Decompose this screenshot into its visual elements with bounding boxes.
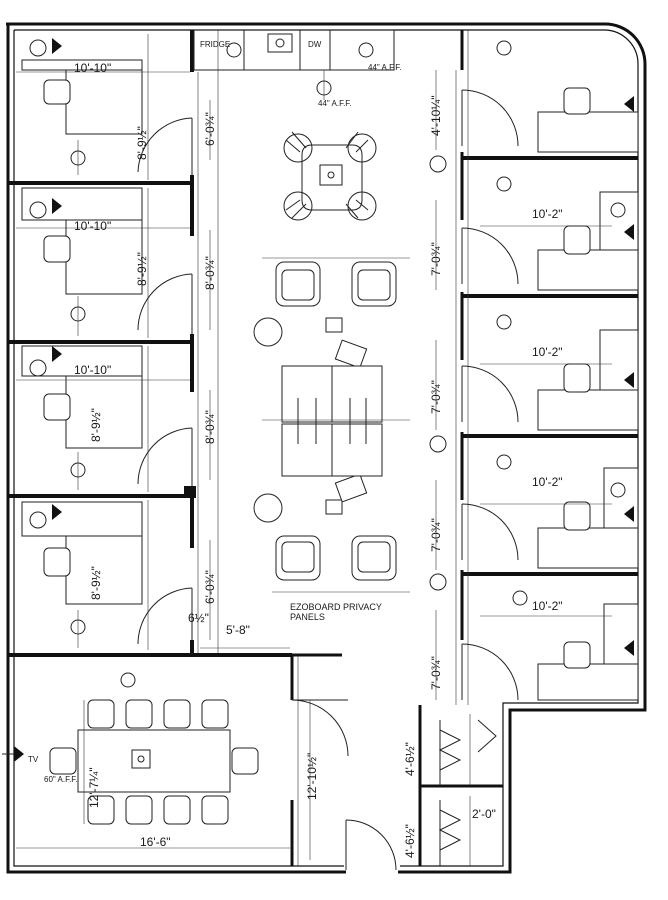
office-top-width: 10'-10" xyxy=(74,61,111,75)
right-office-2-depth: 7'-0¾" xyxy=(429,242,443,276)
kitchenette xyxy=(193,29,395,100)
aff-label-2: 44" A.F.F. xyxy=(318,99,352,108)
office-2-width: 10'-10" xyxy=(74,219,111,233)
office-2-depth: 8'-9½" xyxy=(135,252,149,286)
right-office-3-depth: 7'-0¾" xyxy=(429,380,443,414)
corridor-1-dim: 6'-0¾" xyxy=(203,112,217,146)
fridge-label: FRIDGE xyxy=(200,40,230,49)
right-office-doors xyxy=(461,89,519,701)
dimension-lines xyxy=(16,70,612,860)
closet-2-dim: 4'-6½" xyxy=(403,824,417,858)
corridor-2-dim: 8'-0¾" xyxy=(203,256,217,290)
left-office-desks xyxy=(21,59,143,605)
right-office-5-width: 10'-2" xyxy=(532,599,563,613)
lounge-table-round xyxy=(283,131,377,221)
conference-wall-dim: 12'-10½" xyxy=(305,753,319,800)
conference-depth: 12'-7¼" xyxy=(87,767,101,808)
corridor-3-dim: 8'-0¾" xyxy=(203,410,217,444)
lounge-sofas xyxy=(262,257,410,593)
left-office-fixtures xyxy=(29,34,149,650)
left-office-chairs xyxy=(43,79,71,577)
right-office-walls xyxy=(455,30,638,705)
left-office-walls xyxy=(8,30,219,657)
conference-room-walls xyxy=(8,653,397,871)
privacy-panels-label-1: EZOBOARD PRIVACY xyxy=(290,602,382,612)
conference-chairs xyxy=(2,672,259,825)
exterior-walls xyxy=(6,22,647,874)
left-office-doors xyxy=(137,117,193,645)
closet-width-dim: 2'-0" xyxy=(472,807,496,821)
corridor-4-dim: 6'-0¾" xyxy=(203,570,217,604)
dimension-labels: 10'-10" 8'-9½" 6'-0¾" 10'-10" 8'-9½" 8'-… xyxy=(74,61,563,858)
dishwasher-label: DW xyxy=(308,40,322,49)
closets xyxy=(418,705,503,866)
opening-dim: 5'-8" xyxy=(226,623,250,637)
conference-table xyxy=(77,729,231,793)
right-office-furniture xyxy=(429,40,639,701)
privacy-panels-label-2: PANELS xyxy=(290,612,325,622)
right-office-1-depth: 4'-10¼" xyxy=(429,95,443,136)
room-labels: FRIDGE DW 44" A.F.F. 44" A.F.F. TV 60" A… xyxy=(28,40,402,784)
tv-label: TV xyxy=(28,755,39,764)
lounge-armchairs xyxy=(253,261,397,581)
aff-label-1: 44" A.F.F. xyxy=(368,63,402,72)
conference-width: 16'-6" xyxy=(140,835,171,849)
right-office-5-depth: 7'-0¾" xyxy=(429,656,443,690)
tv-height-label: 60" A.F.F. xyxy=(44,775,78,784)
right-office-4-width: 10'-2" xyxy=(532,475,563,489)
office-3-depth: 8'-9½" xyxy=(89,408,103,442)
wall-gap-dim: 6½" xyxy=(188,611,209,625)
right-office-2-width: 10'-2" xyxy=(532,207,563,221)
office-3-width: 10'-10" xyxy=(74,363,111,377)
closet-1-dim: 4'-6½" xyxy=(403,742,417,776)
office-4-depth: 8'-9½" xyxy=(89,566,103,600)
right-office-3-width: 10'-2" xyxy=(532,345,563,359)
office-1-depth: 8'-9½" xyxy=(135,126,149,160)
right-office-4-depth: 7'-0¾" xyxy=(429,518,443,552)
